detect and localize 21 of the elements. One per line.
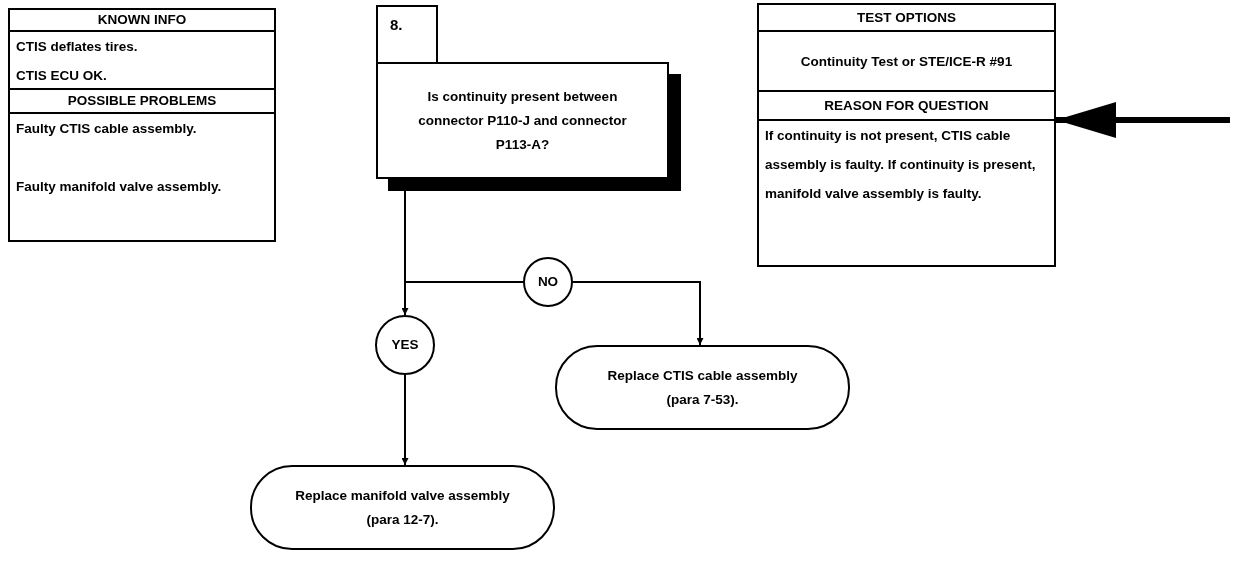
panel-heading: REASON FOR QUESTION [759, 92, 1054, 121]
panel-text: CTIS ECU OK. [10, 61, 274, 90]
panel-text: CTIS deflates tires. [15, 38, 139, 56]
info-panel [757, 3, 1056, 267]
panel-text: Faulty manifold valve assembly. [15, 178, 223, 196]
question-box: Is continuity present between connector P110-J and connector P113-A? [376, 62, 669, 179]
arrow [572, 281, 704, 346]
info-panel [8, 8, 276, 242]
panel-text: Continuity Test or STE/ICE-R #91 [759, 32, 1054, 92]
decision-circle: YES [375, 315, 435, 375]
panel-heading: KNOWN INFO [10, 10, 274, 32]
panel-text: If continuity is not present, CTIS cable assembly is faulty. If continuity is present, manifold valve assembly is faulty. [764, 127, 1037, 203]
arrow [401, 374, 409, 466]
panel-heading: TEST OPTIONS [759, 5, 1054, 32]
action-box: Replace manifold valve assembly (para 12-7). [250, 465, 555, 550]
panel-text: Faulty CTIS cable assembly. [15, 120, 198, 138]
decision-circle: NO [523, 257, 573, 307]
panel-heading: POSSIBLE PROBLEMS [10, 90, 274, 114]
arrow [1056, 102, 1230, 138]
action-box: Replace CTIS cable assembly (para 7-53). [555, 345, 850, 430]
step-number-box: 8. [376, 5, 438, 64]
